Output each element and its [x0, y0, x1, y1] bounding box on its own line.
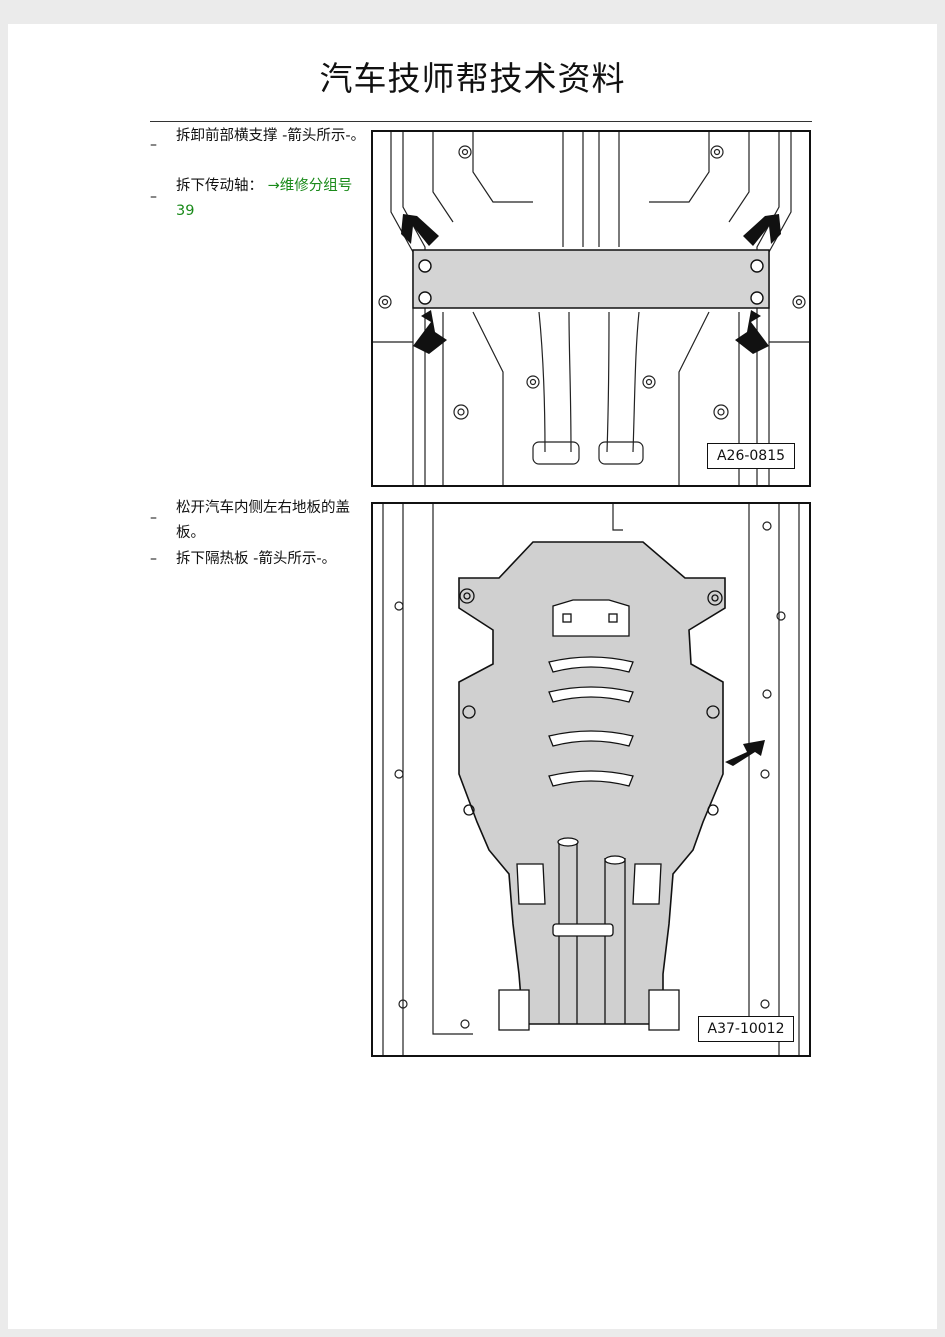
step-bullet: –	[150, 189, 157, 205]
step-text-remove-crossmember: 拆卸前部横支撑 -箭头所示-。	[176, 128, 366, 144]
figure-crossmember: A26-0815	[371, 130, 811, 487]
step-text-loosen-floor-covers: 松开汽车内侧左右地板的盖板。	[176, 500, 350, 541]
figure-label: A37-10012	[698, 1016, 794, 1042]
figure-label: A26-0815	[707, 443, 795, 469]
step-text-remove-driveshaft: 拆下传动轴： →维修分组号 39	[176, 174, 366, 224]
step-text: 拆下传动轴：	[176, 178, 263, 194]
figure-heat-shield: A37-10012	[371, 502, 811, 1057]
step-text-remove-heat-shield: 拆下隔热板 -箭头所示-。	[176, 551, 337, 567]
header-divider	[150, 121, 812, 122]
front-crossmember-diagram-icon	[373, 132, 809, 485]
step-bullet: –	[150, 137, 157, 153]
repair-group-link[interactable]: →维修分组号 39	[176, 178, 353, 219]
step-bullet: –	[150, 510, 157, 526]
heat-shield-diagram-icon	[382, 504, 800, 1055]
page-title: 汽车技师帮技术资料	[319, 59, 626, 98]
step-bullet: –	[150, 551, 157, 567]
